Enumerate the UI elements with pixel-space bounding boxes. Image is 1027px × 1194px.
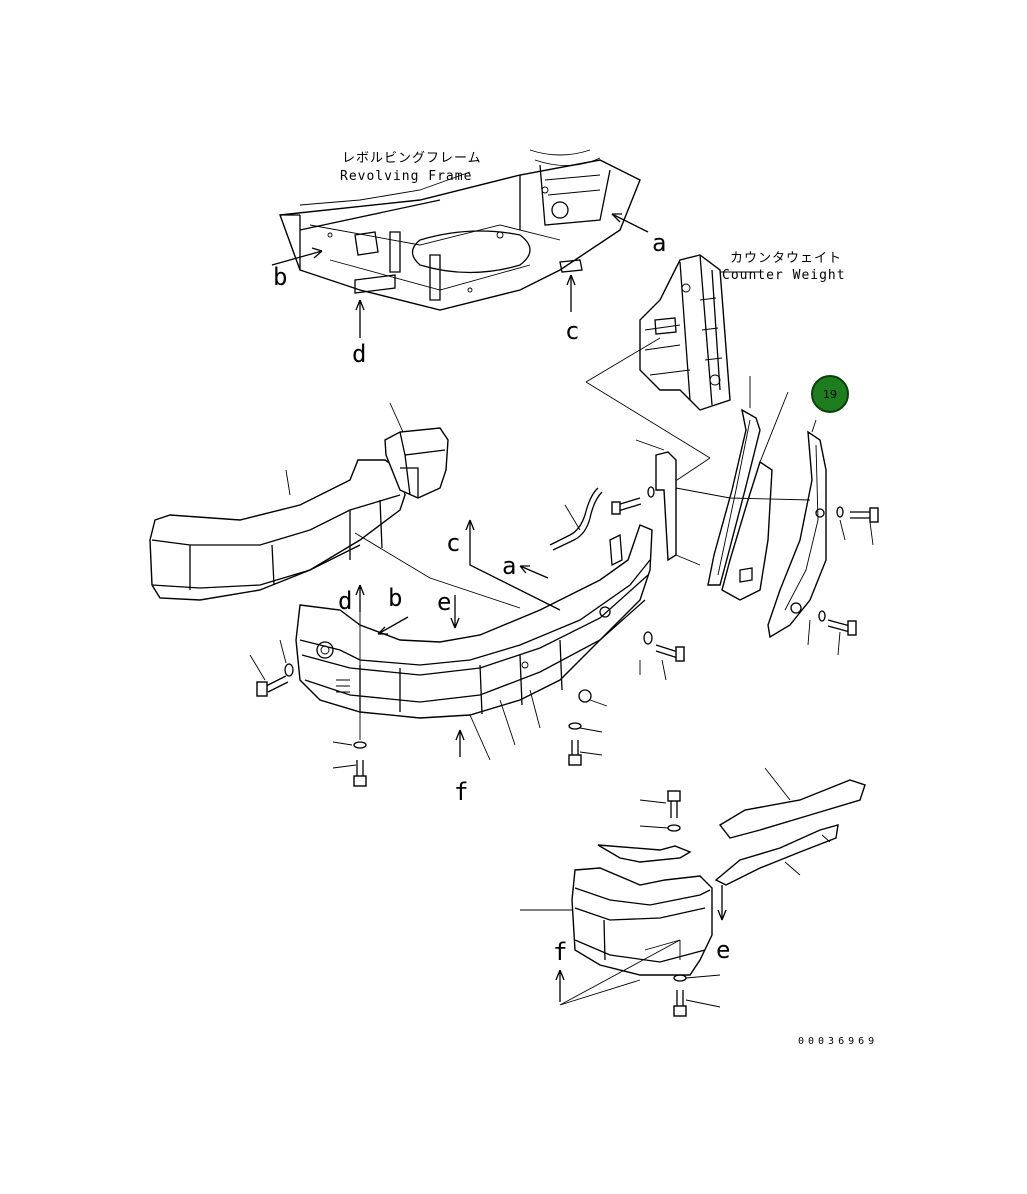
ref-letter-d-main: d [338, 587, 352, 615]
counter-weight-detail [639, 254, 731, 411]
callout-badge[interactable]: 19 [811, 375, 849, 413]
cover-plates-lower [714, 779, 866, 886]
ref-letter-e-lower: e [716, 936, 730, 964]
callout-badge-circle[interactable] [811, 375, 849, 413]
ref-letter-f-lower: f [553, 938, 567, 966]
ref-letter-d-frame: d [352, 340, 366, 368]
ref-letter-c-frame: c [565, 317, 579, 345]
bolts-right [611, 486, 879, 636]
ref-letter-f-main: f [454, 778, 468, 806]
counterweight-lower [571, 844, 713, 976]
bracket-plate [635, 439, 677, 562]
bolts-lower [639, 790, 721, 1017]
counter-weight-en-label: Counter Weight [722, 268, 846, 283]
lower-leaders [520, 767, 801, 1006]
revolving-frame-jp-label: レボルビングフレーム [342, 151, 482, 166]
cover-leaders [675, 376, 874, 656]
left-weight-leaders [285, 402, 521, 609]
ref-letter-b-frame: b [273, 263, 287, 291]
hose [549, 487, 603, 551]
callout-number: 19 [823, 388, 837, 401]
ref-letter-a-main: a [502, 552, 516, 580]
main-weight-arrows [355, 519, 561, 757]
frame-arrows [271, 213, 649, 338]
ref-letter-b-main: b [388, 584, 402, 612]
revolving-frame-en-label: Revolving Frame [340, 169, 472, 184]
bolts-main [249, 631, 685, 787]
counterweight-left [149, 427, 449, 601]
ref-letter-c-main: c [446, 529, 460, 557]
side-cover-right [767, 430, 827, 639]
frame-leader [299, 171, 471, 206]
revolving-frame-drawing [279, 149, 641, 311]
counterweight-main [295, 524, 653, 719]
lower-arrows [555, 885, 727, 1002]
side-cover-left [707, 408, 761, 586]
ref-letter-a-frame: a [652, 229, 666, 257]
drawing-number: 00036969 [798, 1036, 878, 1047]
counter-weight-jp-label: カウンタウェイト [730, 251, 842, 266]
ref-letter-e-main: e [437, 588, 451, 616]
side-cover-plate [721, 460, 773, 601]
